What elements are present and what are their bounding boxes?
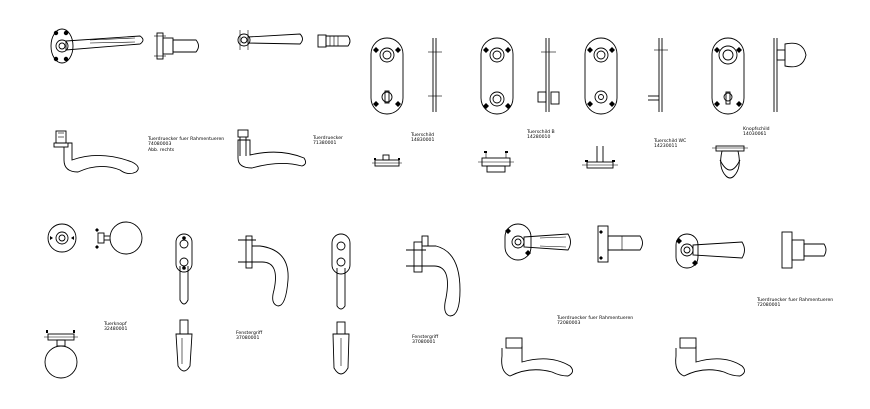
door-plate-side-3: [648, 38, 668, 112]
label-title: Tuerdruecker fuer Rahmentueren: [557, 316, 634, 321]
label-code: 37080001: [412, 340, 436, 346]
door-plate-side-2: [537, 38, 560, 112]
label-note: Abb. rechts: [148, 147, 175, 153]
knob-plate-side: [773, 38, 807, 112]
label-title: Tuerschild B: [527, 130, 555, 135]
label-code: 14230011: [654, 144, 678, 150]
label-door-plate-b: Tuerschild B 14280010: [527, 130, 555, 141]
door-plate-front-2: [480, 37, 514, 115]
knob-plan-view: [712, 145, 748, 179]
door-knob-plan-view: [44, 330, 78, 379]
label-title: Tuerschild WC: [654, 139, 687, 144]
door-plate-side-1: [428, 38, 442, 112]
label-code: 14280010: [527, 135, 551, 141]
window-handle-front-2: [331, 233, 351, 310]
label-title: Knopfschild: [743, 127, 770, 132]
label-door-lever-rahmentueren-2: Tuerdruecker fuer Rahmentueren 72080003: [557, 316, 633, 327]
label-code: 74080003: [148, 142, 172, 148]
label-title: Fenstergriff: [236, 331, 263, 336]
knob-plate-front: [711, 37, 745, 115]
lever-handle-top-view-2: [237, 30, 303, 50]
label-title: Fenstergriff: [412, 335, 439, 340]
window-handle-side-2: [406, 235, 461, 317]
lever-handle-front-1: [53, 130, 139, 175]
window-handle-bottom-1: [175, 319, 193, 372]
label-window-handle-2: Fenstergriff 37080001: [412, 335, 438, 346]
plate-plan-view-2: [478, 151, 514, 173]
lever-handle-side-view-3: [597, 225, 643, 263]
label-title: Tuerschild: [411, 133, 435, 138]
label-code: 37080001: [236, 336, 260, 342]
plate-plan-view-1: [372, 154, 402, 167]
label-door-plate: Tuerschild 14830001: [411, 133, 434, 144]
label-door-plate-wc: Tuerschild WC 14230011: [654, 139, 686, 150]
door-knob-side: [95, 221, 143, 255]
label-code: 14830001: [411, 138, 435, 144]
window-handle-front-1: [175, 233, 193, 305]
label-knob-plate: Knopfschild 14030061: [743, 127, 770, 138]
label-code: 71380001: [313, 141, 337, 147]
label-door-lever-rahmentueren: Tuerdruecker fuer Rahmentueren 74080003 …: [148, 137, 224, 153]
label-window-handle-1: Fenstergriff 37080001: [236, 331, 262, 342]
label-door-lever: Tuerdruecker 71380001: [313, 136, 343, 147]
lever-handle-side-view-1: [154, 32, 199, 60]
lever-handle-front-4: [675, 337, 745, 377]
label-code: 72080003: [557, 321, 581, 327]
label-code: 32480001: [104, 327, 128, 333]
door-plate-front-1: [370, 37, 404, 115]
label-title: Tuerdruecker fuer Rahmentueren: [148, 137, 225, 142]
window-handle-side-1: [238, 235, 289, 307]
label-door-lever-rahmentueren-3: Tuerdruecker fuer Rahmentueren 72080001: [757, 298, 833, 309]
label-code: 72080001: [757, 303, 781, 309]
door-plate-front-3: [584, 37, 618, 115]
door-knob-rosette-front: [47, 223, 77, 253]
lever-handle-front-2: [237, 129, 307, 169]
lever-handle-top-view-3: [504, 223, 571, 261]
label-door-knob: Tuerknopf 32480001: [104, 322, 127, 333]
lever-handle-top-view-1: [50, 28, 144, 64]
lever-handle-side-view-4: [781, 231, 827, 269]
label-code: 14030061: [743, 132, 767, 138]
plate-plan-view-3: [582, 146, 618, 169]
label-title: Tuerknopf: [104, 322, 127, 327]
lever-handle-front-3: [501, 337, 573, 377]
lever-handle-top-view-4: [675, 233, 745, 269]
window-handle-bottom-2: [332, 321, 350, 375]
label-title: Tuerdruecker fuer Rahmentueren: [757, 298, 834, 303]
lever-handle-side-view-2: [317, 34, 351, 48]
label-title: Tuerdruecker: [313, 136, 343, 141]
